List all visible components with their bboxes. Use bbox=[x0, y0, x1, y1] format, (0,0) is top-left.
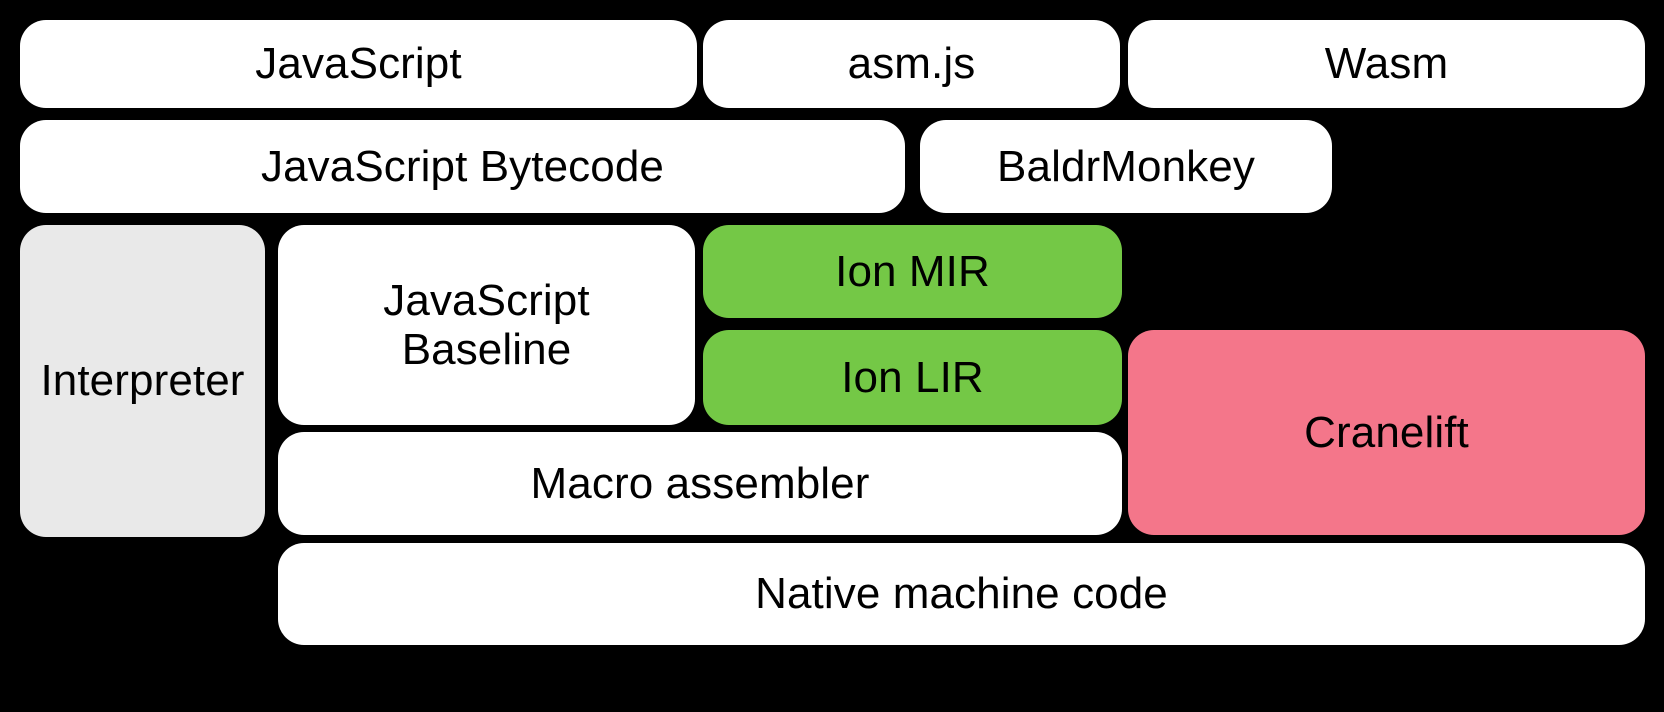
node-ion-mir: Ion MIR bbox=[703, 225, 1122, 318]
node-native-machine-code: Native machine code bbox=[278, 543, 1645, 645]
node-javascript-baseline: JavaScript Baseline bbox=[278, 225, 695, 425]
node-interpreter: Interpreter bbox=[20, 225, 265, 537]
node-ion-lir: Ion LIR bbox=[703, 330, 1122, 425]
node-wasm: Wasm bbox=[1128, 20, 1645, 108]
node-label-ion-lir: Ion LIR bbox=[841, 352, 984, 402]
node-label-cranelift: Cranelift bbox=[1304, 407, 1469, 457]
node-macro-assembler: Macro assembler bbox=[278, 432, 1122, 535]
node-javascript-bytecode: JavaScript Bytecode bbox=[20, 120, 905, 213]
node-javascript: JavaScript bbox=[20, 20, 697, 108]
node-label-asm-js: asm.js bbox=[847, 39, 976, 89]
node-label-interpreter: Interpreter bbox=[40, 356, 245, 406]
node-label-native-machine-code: Native machine code bbox=[755, 569, 1168, 619]
node-asm-js: asm.js bbox=[703, 20, 1120, 108]
node-label-baldrmonkey: BaldrMonkey bbox=[997, 141, 1255, 191]
node-label-javascript-bytecode: JavaScript Bytecode bbox=[261, 141, 664, 191]
node-label-wasm: Wasm bbox=[1324, 39, 1449, 89]
node-label-javascript-baseline: JavaScript Baseline bbox=[383, 275, 590, 374]
node-baldrmonkey: BaldrMonkey bbox=[920, 120, 1332, 213]
node-label-javascript: JavaScript bbox=[255, 39, 462, 89]
node-cranelift: Cranelift bbox=[1128, 330, 1645, 535]
node-label-ion-mir: Ion MIR bbox=[835, 246, 990, 296]
node-label-macro-assembler: Macro assembler bbox=[530, 458, 870, 508]
